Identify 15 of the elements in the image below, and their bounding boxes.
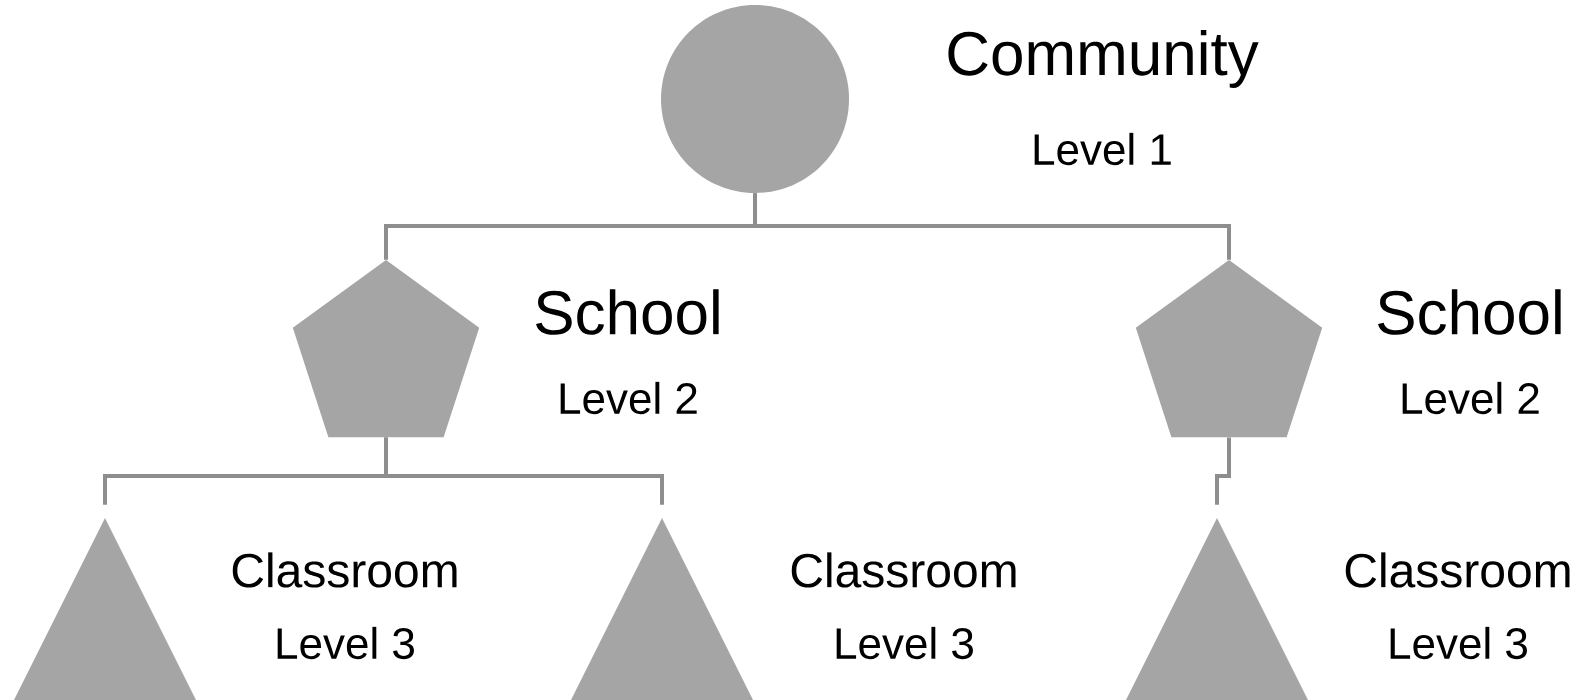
node-title: Community [948, 30, 1259, 88]
node-title: Classroom [791, 552, 1016, 588]
connector-line [384, 437, 664, 505]
level-label: Level 3 [277, 626, 414, 660]
connector-line [1215, 437, 1231, 505]
node-title: School [1378, 289, 1561, 335]
node-title: Classroom [1345, 552, 1570, 588]
level-label: Level 3 [1390, 626, 1527, 660]
node-title: School [536, 289, 719, 335]
level-label: Level 3 [836, 626, 973, 660]
level-label: Level 2 [1402, 381, 1539, 415]
node-title: Classroom [232, 552, 457, 588]
level-label: Level 1 [1034, 132, 1171, 166]
level-label: Level 2 [560, 381, 697, 415]
connector-line [753, 193, 1231, 260]
